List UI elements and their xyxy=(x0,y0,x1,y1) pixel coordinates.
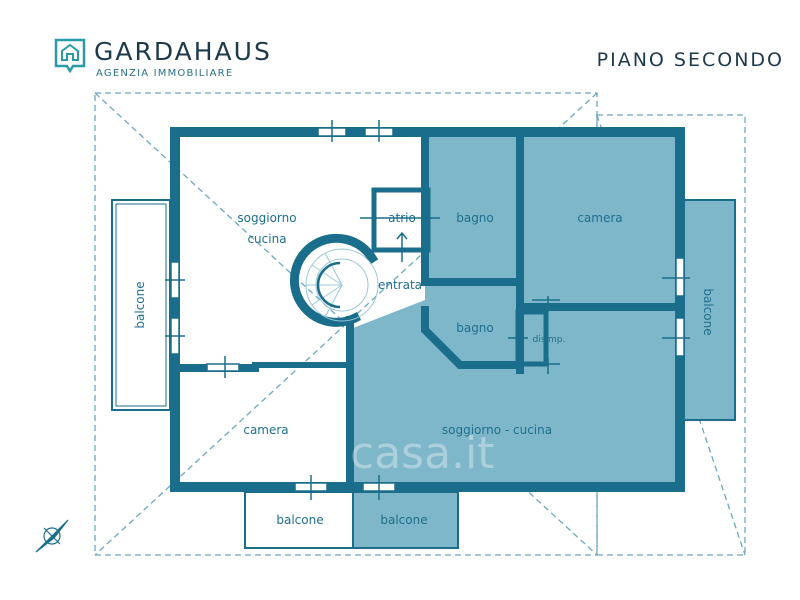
room-label-soggiorno-cucina: soggiorno - cucina xyxy=(442,423,552,437)
room-label-entrata: entrata xyxy=(378,278,422,292)
brand-tagline: AGENZIA IMMOBILIARE xyxy=(96,68,234,79)
room-label-balcone-left: balcone xyxy=(133,281,147,328)
house-logo-icon xyxy=(54,38,86,74)
room-label-bagno: bagno xyxy=(456,211,494,225)
room-label-balcone-bottom-right: balcone xyxy=(380,513,427,527)
room-label-soggiorno: soggiorno xyxy=(237,211,296,225)
room-label-bagno-2: bagno xyxy=(456,321,494,335)
brand-name: GARDAHAUS xyxy=(94,37,272,66)
spiral-staircase xyxy=(305,248,379,322)
room-label-disimpegno: disimp. xyxy=(533,335,566,345)
room-label-camera: camera xyxy=(577,211,622,225)
room-label-balcone-right: balcone xyxy=(701,288,715,335)
brand-logo: GARDAHAUS AGENZIA IMMOBILIARE xyxy=(54,38,272,79)
room-labels: soggiorno cucina atrio bagno camera entr… xyxy=(133,211,715,527)
compass-icon xyxy=(35,519,69,553)
windows xyxy=(165,120,690,500)
watermark: casa.it xyxy=(350,428,495,479)
room-label-cucina: cucina xyxy=(247,232,286,246)
balconies xyxy=(111,199,736,549)
room-label-camera-2: camera xyxy=(243,423,288,437)
floor-title: PIANO SECONDO xyxy=(596,49,784,71)
room-label-balcone-bottom-left: balcone xyxy=(276,513,323,527)
room-label-atrio: atrio xyxy=(388,211,416,225)
